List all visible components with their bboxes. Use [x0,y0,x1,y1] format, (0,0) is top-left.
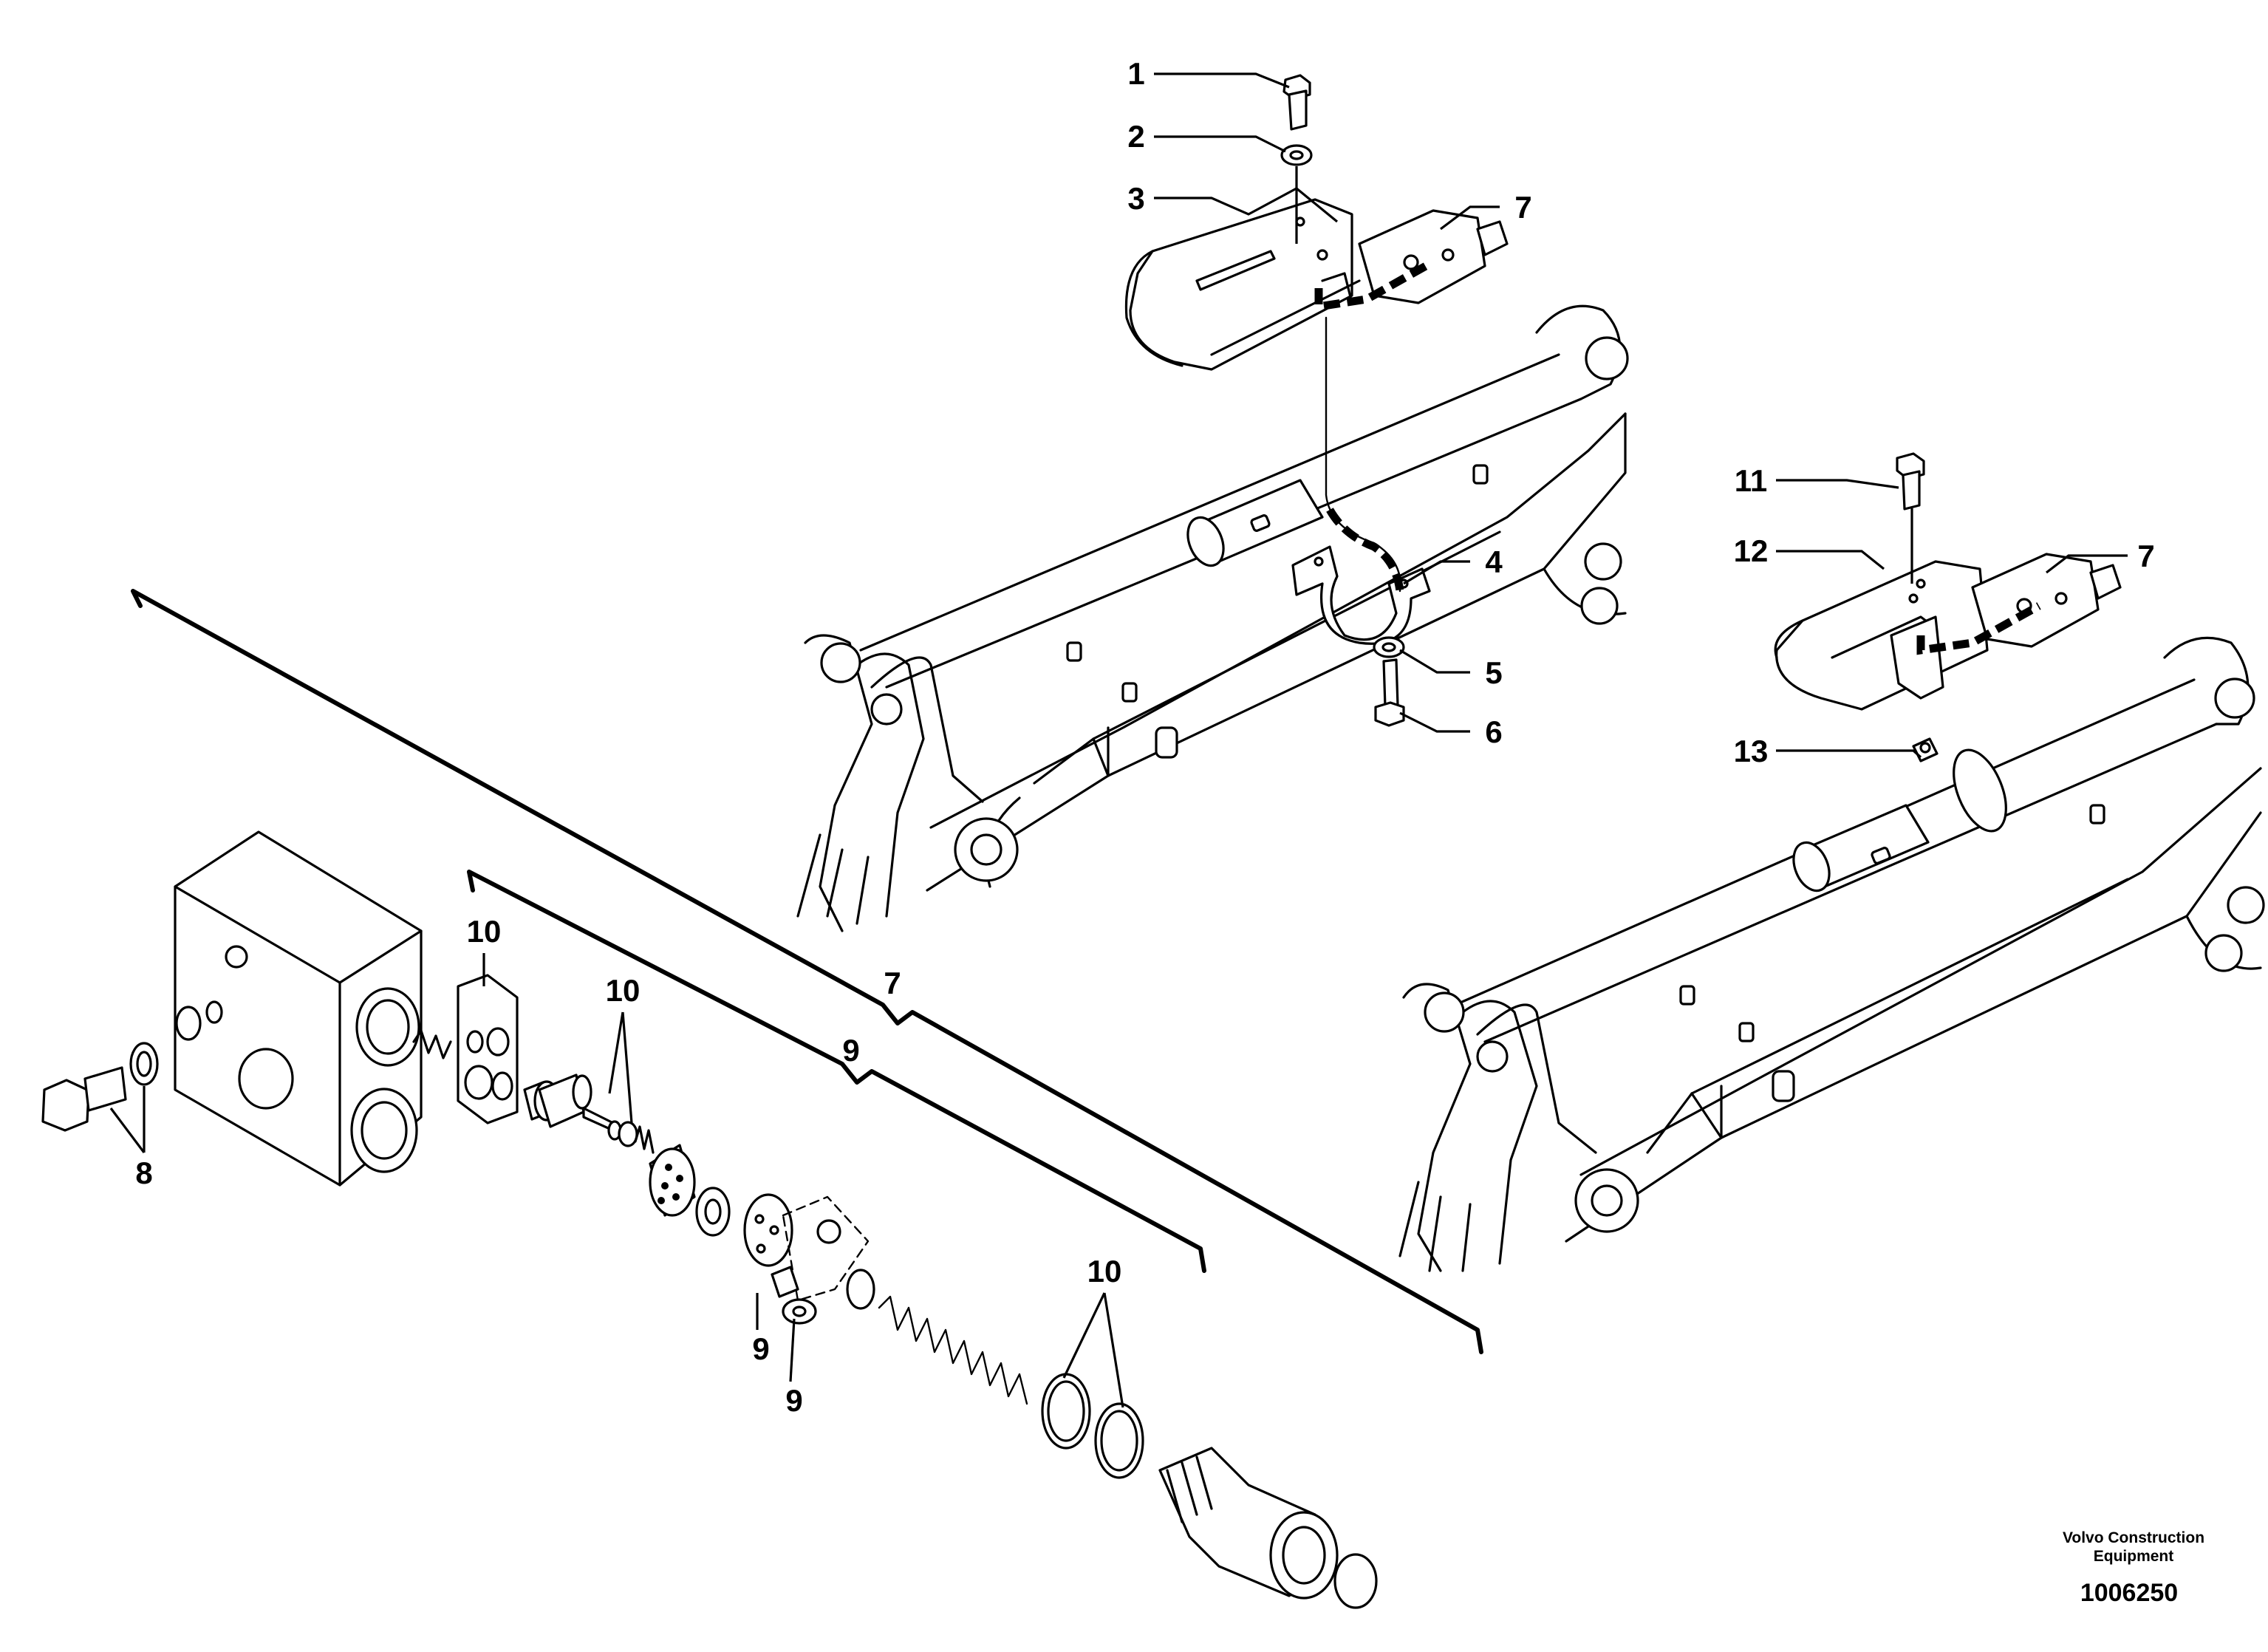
valve-block-right [1971,553,2122,648]
callout-7-bracket: 7 [884,966,901,1000]
hose-segment-mid [1326,508,1404,592]
flat-washer-inner [704,1198,722,1225]
hose-guard-top [1124,198,1361,371]
boom-assembly-top [796,304,1629,932]
manifold-block [174,830,423,1187]
leader-lines [109,72,2128,1408]
o-rings-10 [1041,1373,1144,1479]
callout-7-top: 7 [1514,190,1531,225]
brand-line-2: Equipment [2094,1548,2174,1565]
boom-assembly-right [1398,636,2265,1272]
callout-10-plate: 10 [467,914,502,949]
callout-8: 8 [135,1156,152,1190]
hose-clamp-top [1291,545,1431,645]
callout-3: 3 [1127,181,1144,216]
callout-13: 13 [1734,734,1769,768]
document-number: 1006250 [2080,1579,2178,1607]
callout-9-a: 9 [752,1331,769,1366]
callout-11: 11 [1735,463,1767,498]
footer-brand: Volvo Construction Equipment 1006250 [2063,1529,2204,1607]
washer-5 [1373,636,1405,658]
bracket-7 [131,589,1483,1354]
orifice-disc [649,1144,696,1217]
hose-route-top [1325,316,1401,593]
piston-ball-group-9 [743,1193,875,1325]
callout-10-seals: 10 [606,973,641,1008]
callout-12: 12 [1734,533,1769,568]
callout-7-right: 7 [2137,539,2154,573]
washer-2 [1280,144,1313,166]
callout-4: 4 [1485,545,1503,579]
valve-housing [1158,1447,1378,1609]
clamp-13 [1912,737,2007,833]
valve-spool [523,1074,655,1154]
seal-plate-10 [457,974,519,1124]
callout-5: 5 [1485,655,1502,690]
hydraulic-hose-top [1314,262,1428,312]
bolt-8 [41,1042,159,1132]
callout-6: 6 [1485,714,1502,749]
callout-10-rings: 10 [1087,1254,1122,1289]
bolt-1 [1282,74,1311,131]
main-spring [878,1295,1028,1405]
bolt-6 [1374,658,1405,727]
bolt-11 [1896,452,1925,511]
brand-line-1: Volvo Construction [2063,1529,2204,1546]
hydraulic-hose-right [1916,602,2041,655]
small-spring [412,1029,452,1059]
hose-guard-right [1774,560,1989,711]
callout-labels: 1 2 3 7 4 5 6 11 12 7 13 7 9 10 10 8 9 9… [135,56,2154,1418]
bracket-9 [467,870,1206,1273]
callout-9-b: 9 [785,1383,802,1418]
callout-1: 1 [1127,56,1144,91]
callout-2: 2 [1127,119,1144,154]
callout-9-bracket: 9 [842,1033,859,1068]
